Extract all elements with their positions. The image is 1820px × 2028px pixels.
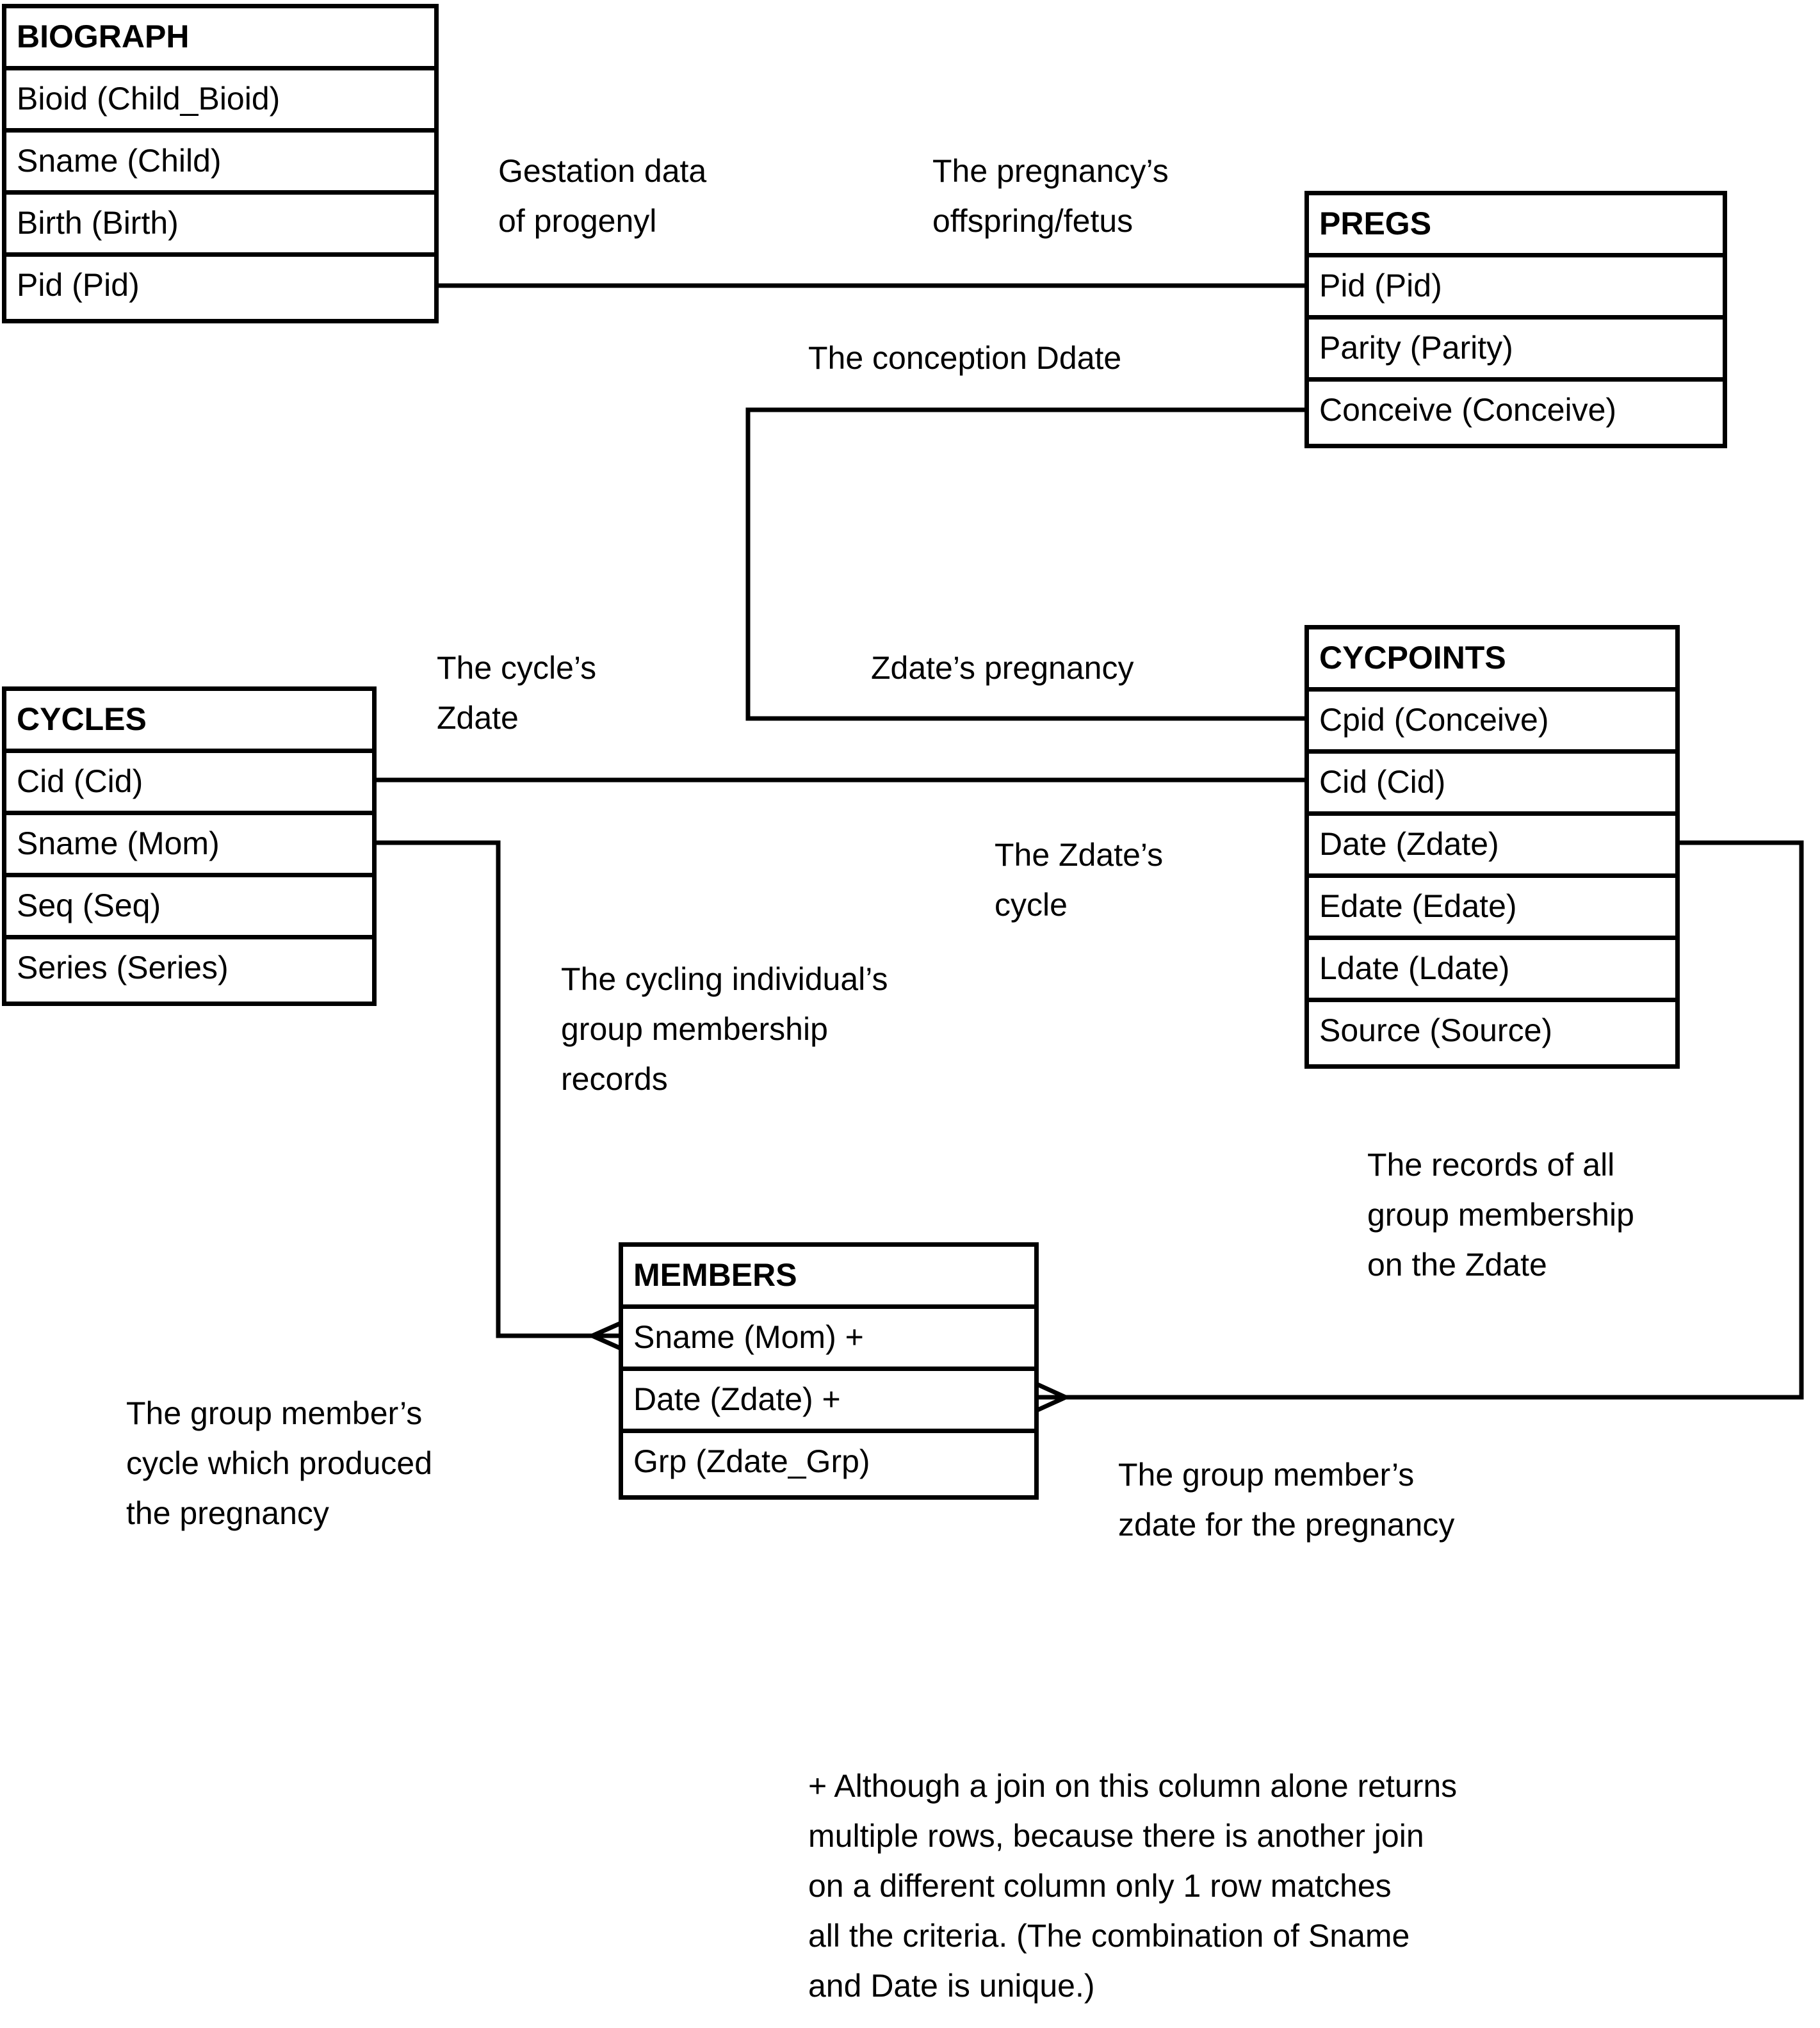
biograph-field-pid: Pid (Pid): [17, 267, 140, 303]
cycpoints-field-date: Date (Zdate): [1309, 816, 1675, 878]
cycpoints-table-title: CYCPOINTS: [1309, 629, 1675, 692]
cycpoints-field-source: Source (Source): [1319, 1012, 1553, 1048]
label-line: of progenyl: [498, 203, 657, 239]
label-cycling-membership: The cycling individual’s group membershi…: [561, 954, 888, 1104]
label-member-zdate: The group member’s zdate for the pregnan…: [1118, 1450, 1454, 1550]
members-crowfoot-date: [1036, 1382, 1067, 1413]
label-line: The cycling individual’s: [561, 961, 888, 997]
pregs-field-pid: Pid (Pid): [1309, 257, 1723, 320]
label-line: the pregnancy: [126, 1495, 329, 1531]
biograph-table: BIOGRAPH Bioid (Child_Bioid) Sname (Chil…: [2, 4, 439, 323]
label-line: group membership: [561, 1011, 828, 1047]
label-line: cycle which produced: [126, 1445, 433, 1481]
cycles-field-sname: Sname (Mom): [6, 815, 372, 877]
label-line: The group member’s: [126, 1395, 423, 1431]
pregs-cycpoints-conceive-line: [745, 407, 1306, 721]
footnote-line: all the criteria. (The combination of Sn…: [808, 1918, 1410, 1954]
label-line: group membership: [1367, 1197, 1634, 1233]
footnote-line: + Although a join on this column alone r…: [808, 1768, 1458, 1804]
label-line: The records of all: [1367, 1147, 1615, 1183]
cycles-field-seq: Seq (Seq): [6, 877, 372, 939]
label-gestation: Gestation data of progenyl: [498, 146, 706, 246]
label-line: The group member’s: [1118, 1457, 1415, 1493]
cycpoints-field-cid: Cid (Cid): [1309, 754, 1675, 816]
cycpoints-field-ldate: Ldate (Ldate): [1309, 940, 1675, 1002]
members-crowfoot-sname: [591, 1320, 622, 1351]
label-member-cycle: The group member’s cycle which produced …: [126, 1388, 432, 1538]
label-line: Zdate’s pregnancy: [871, 650, 1134, 686]
label-cycle-zdate: The cycle’s Zdate: [437, 643, 596, 743]
members-field-date: Date (Zdate) +: [623, 1371, 1034, 1433]
cycpoints-members-date-line: [1036, 840, 1804, 1400]
label-line: records: [561, 1061, 668, 1097]
cycles-members-sname-line: [375, 840, 619, 1338]
pregs-field-parity: Parity (Parity): [1309, 320, 1723, 382]
label-all-membership: The records of all group membership on t…: [1367, 1140, 1634, 1290]
label-line: The Zdate’s: [995, 837, 1164, 873]
footnote-line: and Date is unique.): [808, 1968, 1095, 2004]
cycles-field-series: Series (Series): [17, 950, 229, 986]
label-line: offspring/fetus: [932, 203, 1133, 239]
pregs-field-conceive: Conceive (Conceive): [1319, 392, 1617, 428]
cycles-table: CYCLES Cid (Cid) Sname (Mom) Seq (Seq) S…: [2, 686, 377, 1006]
pregs-table-title: PREGS: [1309, 195, 1723, 257]
cycpoints-field-cpid: Cpid (Conceive): [1309, 692, 1675, 754]
members-table-title: MEMBERS: [623, 1247, 1034, 1309]
footnote: + Although a join on this column alone r…: [808, 1761, 1457, 2011]
biograph-field-sname: Sname (Child): [6, 133, 434, 195]
biograph-table-title: BIOGRAPH: [6, 8, 434, 70]
members-field-sname: Sname (Mom) +: [623, 1309, 1034, 1371]
label-zdate-cycle: The Zdate’s cycle: [995, 830, 1163, 930]
label-conception: The conception Ddate: [808, 333, 1121, 383]
biograph-field-bioid: Bioid (Child_Bioid): [6, 70, 434, 133]
label-zdate-pregnancy: Zdate’s pregnancy: [871, 643, 1133, 693]
label-line: The pregnancy’s: [932, 153, 1169, 189]
cycpoints-table: CYCPOINTS Cpid (Conceive) Cid (Cid) Date…: [1304, 625, 1680, 1069]
label-line: The cycle’s: [437, 650, 597, 686]
cycles-table-title: CYCLES: [6, 691, 372, 753]
label-line: Gestation data: [498, 153, 707, 189]
cycpoints-field-edate: Edate (Edate): [1309, 878, 1675, 940]
label-line: cycle: [995, 887, 1068, 923]
label-line: Zdate: [437, 700, 519, 736]
label-line: The conception Ddate: [808, 340, 1122, 376]
members-table: MEMBERS Sname (Mom) + Date (Zdate) + Grp…: [619, 1242, 1039, 1500]
pregs-table: PREGS Pid (Pid) Parity (Parity) Conceive…: [1304, 191, 1727, 448]
footnote-line: on a different column only 1 row matches: [808, 1868, 1392, 1904]
cycles-field-cid: Cid (Cid): [6, 753, 372, 815]
label-line: on the Zdate: [1367, 1247, 1547, 1283]
footnote-line: multiple rows, because there is another …: [808, 1818, 1424, 1854]
label-line: zdate for the pregnancy: [1118, 1507, 1455, 1543]
biograph-field-birth: Birth (Birth): [6, 195, 434, 257]
label-offspring: The pregnancy’s offspring/fetus: [932, 146, 1169, 246]
members-field-grp: Grp (Zdate_Grp): [633, 1443, 870, 1479]
